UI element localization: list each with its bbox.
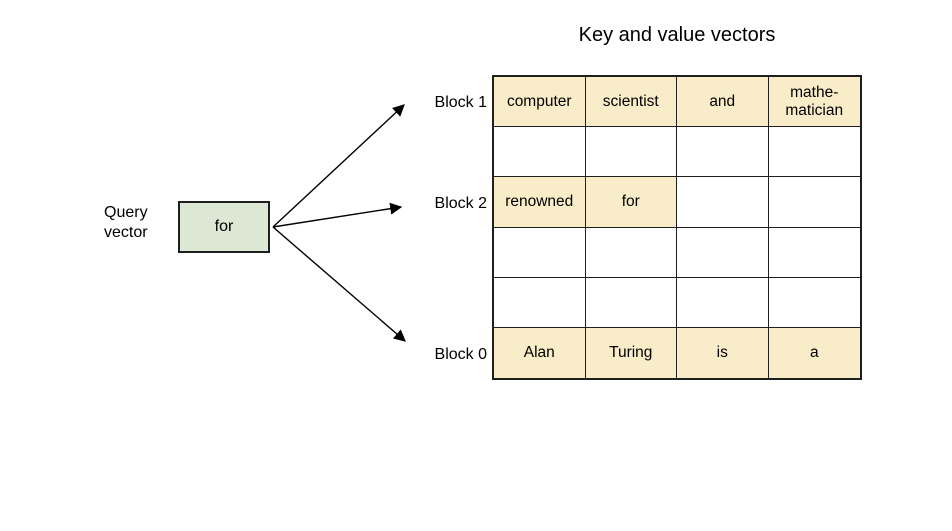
table-cell: [494, 227, 586, 278]
diagram-title: Key and value vectors: [578, 24, 776, 46]
table-cell: [677, 127, 769, 178]
arrow-to-block-0: [272, 226, 406, 342]
table-cell: and: [677, 77, 769, 128]
table-cell: [768, 177, 860, 228]
key-value-table: computer scientist and mathe- matician r…: [492, 75, 862, 380]
block-0-label: Block 0: [434, 346, 487, 363]
query-vector-label: Query vector: [104, 204, 148, 241]
table-cell: scientist: [585, 77, 677, 128]
query-vector-box-text: for: [214, 218, 234, 235]
table-cell: [677, 277, 769, 328]
block-1-label: Block 1: [434, 94, 487, 111]
table-cell: [768, 227, 860, 278]
table-cell: [585, 227, 677, 278]
table-cell: a: [768, 327, 860, 378]
table-cell: [585, 277, 677, 328]
table-cell: is: [677, 327, 769, 378]
table-cell: [768, 127, 860, 178]
table-cell: mathe- matician: [768, 77, 860, 128]
query-vector-box: for: [178, 201, 270, 253]
table-cell: computer: [494, 77, 586, 128]
block-2-label: Block 2: [434, 195, 487, 212]
table-cell: [494, 127, 586, 178]
table-cell: Alan: [494, 327, 586, 378]
table-cell: Turing: [585, 327, 677, 378]
table-cell: [677, 227, 769, 278]
table-cell: for: [585, 177, 677, 228]
table-cell: renowned: [494, 177, 586, 228]
table-cell: [585, 127, 677, 178]
table-cell: [677, 177, 769, 228]
table-cell: [494, 277, 586, 328]
table-cell: [768, 277, 860, 328]
